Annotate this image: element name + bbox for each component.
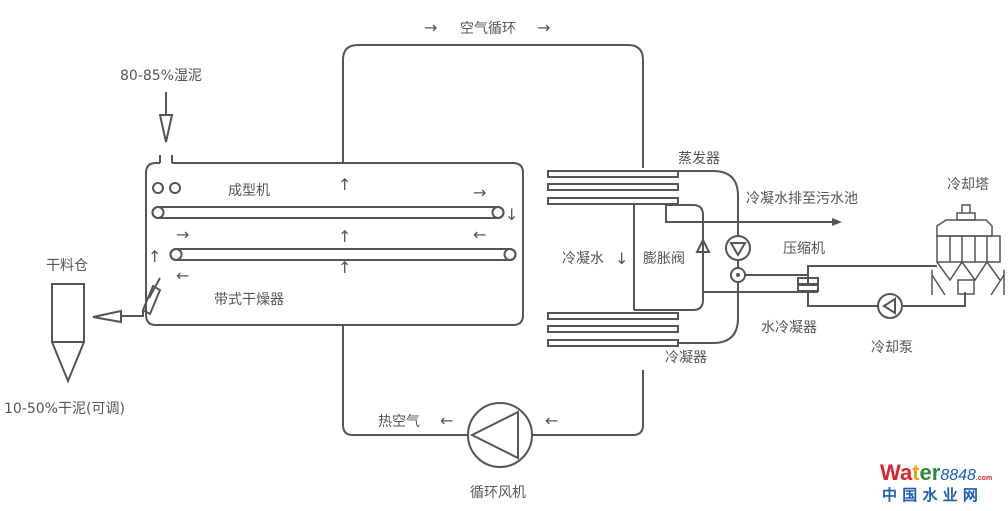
- circulation-fan-icon: [467, 402, 533, 468]
- water-condenser-icon: [797, 277, 819, 292]
- cooling-pump-icon: [877, 293, 903, 319]
- drain-arrow-icon: [832, 218, 842, 226]
- air-cycle-label: 空气循环: [460, 21, 516, 37]
- expansion-valve-icon: [695, 237, 711, 253]
- condensate-drain-label: 冷凝水排至污水池: [746, 191, 858, 207]
- svg-text:Water8848.com: Water8848.com: [880, 460, 992, 485]
- air-up-arrow: ↑: [338, 258, 351, 277]
- circulation-fan-label: 循环风机: [470, 485, 526, 501]
- cooling-water-loop: [807, 265, 966, 307]
- evaporator-coil: [547, 170, 679, 205]
- sight-glass-icon: [730, 267, 746, 283]
- evaporator-label: 蒸发器: [678, 151, 720, 167]
- condenser-coil: [547, 312, 679, 347]
- dry-silo-label: 干料仓: [46, 258, 88, 274]
- compressor-label: 压缩机: [783, 241, 825, 257]
- belt-dryer-label: 带式干燥器: [214, 292, 284, 308]
- cooling-tower-icon: [931, 204, 1005, 296]
- forming-machine-label: 成型机: [228, 183, 270, 199]
- drain-line: [665, 205, 832, 223]
- air-cycle-arrow-right: →: [537, 18, 550, 37]
- upper-belt: [151, 206, 505, 219]
- belt-arrow: ←: [473, 225, 486, 244]
- feed-arrow-icon: [158, 92, 174, 143]
- svg-text:中 国 水 业 网: 中 国 水 业 网: [882, 486, 978, 504]
- expansion-valve-label: 膨胀阀: [643, 250, 685, 267]
- forming-roller-icon: [152, 182, 164, 194]
- forming-roller-icon: [169, 182, 181, 194]
- hot-air-arrow: ←: [440, 411, 453, 430]
- air-cycle-duct-top: [342, 44, 644, 168]
- belt-arrow: →: [473, 183, 486, 202]
- air-up-arrow: ↑: [338, 175, 351, 194]
- belt-dryer-housing: [145, 155, 524, 326]
- air-cycle-arrow-left: →: [424, 18, 437, 37]
- return-air-arrow: ←: [545, 411, 558, 430]
- belt-arrow: ←: [176, 266, 189, 285]
- discharge-chute: [92, 277, 162, 324]
- air-cycle-duct-bottom: [342, 325, 644, 436]
- air-up-arrow: ↑: [338, 227, 351, 246]
- dry-sludge-label: 10-50%干泥(可调): [4, 401, 125, 417]
- condensate-label: 冷凝水: [562, 251, 604, 267]
- pump-icon: [725, 235, 751, 261]
- wet-sludge-label: 80-85%湿泥: [120, 68, 202, 84]
- dry-silo-icon: [51, 283, 85, 384]
- belt-arrow: ↑: [148, 247, 161, 266]
- condensate-arrow: ↓: [615, 249, 628, 268]
- water-condenser-label: 水冷凝器: [761, 320, 817, 336]
- condenser-label: 冷凝器: [665, 350, 707, 366]
- hot-air-label: 热空气: [378, 414, 420, 430]
- watermark-logo: Water8848.com 中 国 水 业 网: [880, 460, 992, 504]
- cooling-pump-label: 冷却泵: [871, 340, 913, 356]
- refrigerant-line: [678, 170, 739, 344]
- cooling-tower-label: 冷却塔: [947, 177, 989, 193]
- belt-arrow: →: [176, 225, 189, 244]
- belt-arrow: ↓: [505, 205, 518, 224]
